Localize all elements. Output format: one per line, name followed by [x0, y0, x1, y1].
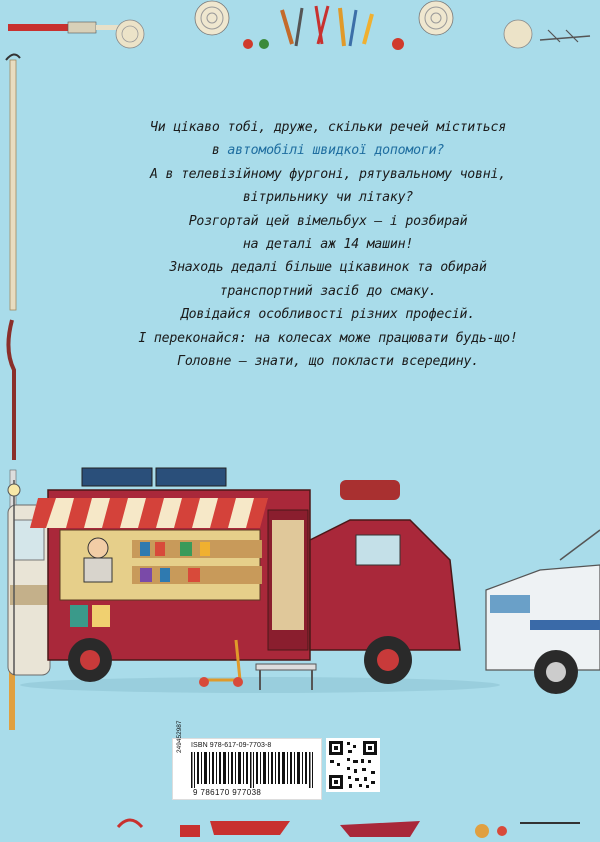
intro-line-8: транспортний засіб до смаку.: [219, 283, 437, 299]
intro-line-10: І переконайся: на колесах може працювати…: [138, 330, 518, 346]
intro-line-5: Розгортай цей вімельбух — і розбирай: [188, 213, 468, 229]
intro-line-2-prefix: в: [211, 143, 228, 159]
intro-line-6: на деталі аж 14 машин!: [242, 237, 414, 253]
intro-line-4: вітрильнику чи літаку?: [242, 190, 414, 206]
intro-line-3: А в телевізійному фургоні, рятувальному …: [149, 166, 507, 182]
isbn-text: ISBN 978-617-09-7703-8: [191, 742, 272, 749]
caravan-illustration: [7, 504, 51, 676]
barcode-digits: 9 786170 977038: [193, 788, 262, 797]
intro-line-2: в автомобілі швидкої допомоги?: [98, 139, 558, 162]
isbn-barcode: 249452987 ISBN 978-617-09-7703-8: [172, 720, 322, 800]
bottom-decor-border-icon: [116, 818, 580, 838]
barcode-bars-icon: [191, 752, 313, 788]
barcode-side-code: 249452987: [176, 720, 183, 753]
intro-line-1: Чи цікаво тобі, друже, скільки речей міс…: [149, 120, 507, 135]
top-tools-border-icon: [8, 0, 591, 50]
bookmobile-truck-illustration: [30, 467, 461, 690]
qr-code-icon: [326, 738, 380, 792]
intro-line-9: Довідайся особливості різних професій.: [180, 307, 476, 323]
highlighted-phrase: автомобілі швидкої допомоги?: [227, 143, 445, 159]
intro-text-block: Чи цікаво тобі, друже, скільки речей міс…: [98, 116, 558, 373]
bookmobile-scene-illustration: [7, 467, 600, 694]
police-car-illustration: [485, 529, 600, 694]
intro-line-7: Знаходь дедалі більше цікавинок та обира…: [169, 260, 487, 276]
intro-line-11: Головне — знати, що покласти всередину.: [177, 354, 479, 370]
